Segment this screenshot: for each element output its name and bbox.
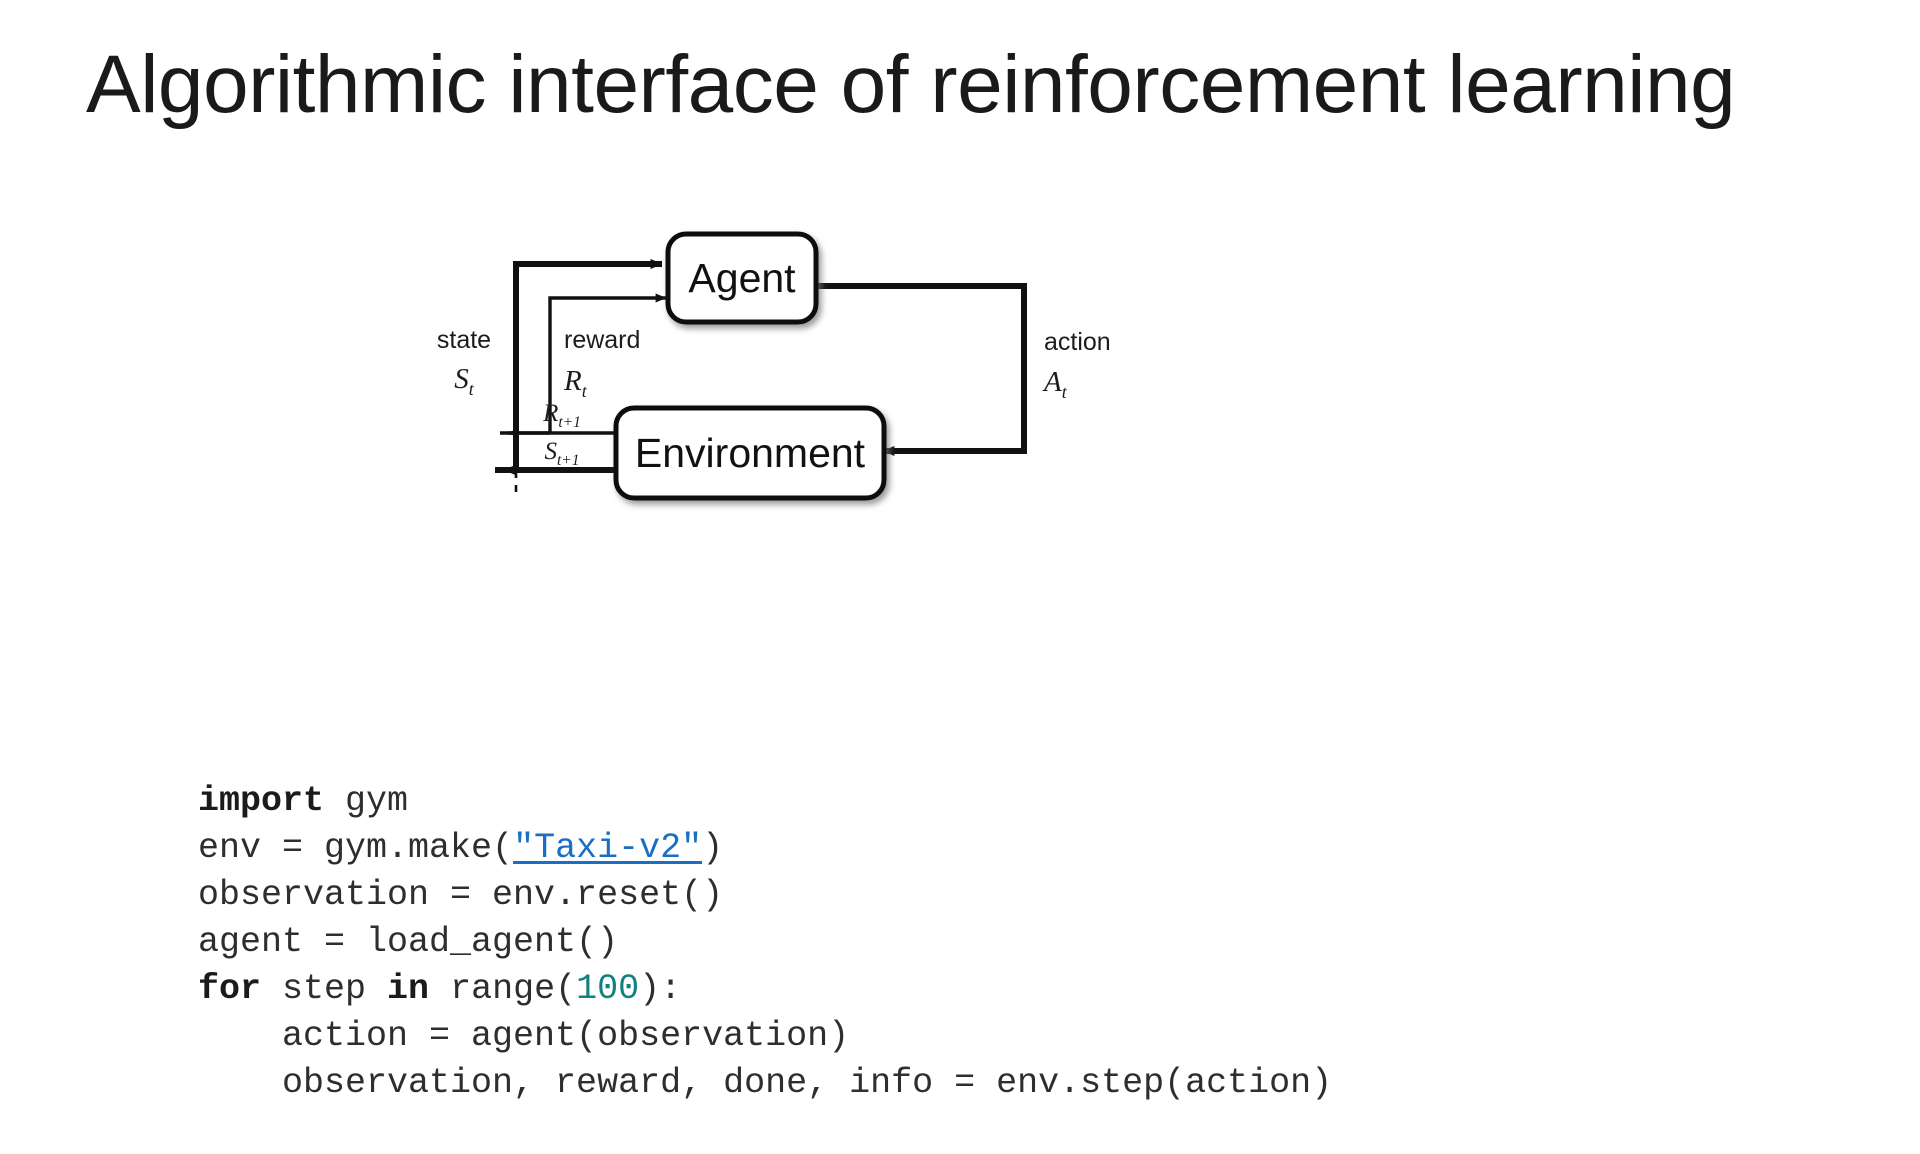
code-line: action = agent(observation) — [198, 1013, 1332, 1060]
edge-action — [817, 283, 1027, 456]
code-text: agent = load_agent() — [198, 922, 619, 962]
node-agent-label: Agent — [688, 255, 796, 301]
code-text: observation, reward, done, info = env.st… — [198, 1063, 1333, 1103]
code-line: for step in range(100): — [198, 966, 1332, 1013]
code-keyword: import — [198, 781, 325, 821]
code-line: agent = load_agent() — [198, 919, 1332, 966]
code-keyword: in — [387, 969, 430, 1009]
label-reward-symbol: Rt — [563, 365, 588, 401]
code-line: observation, reward, done, info = env.st… — [198, 1060, 1332, 1107]
code-line: observation = env.reset() — [198, 872, 1332, 919]
code-line: import gym — [198, 778, 1332, 825]
code-text: gym — [324, 781, 409, 821]
code-env-id-link[interactable]: "Taxi-v2" — [513, 828, 703, 868]
rl-loop-diagram: Agent Environment state St reward Rt act… — [380, 218, 1320, 528]
code-text: step — [261, 969, 388, 1009]
label-next-state-symbol: St+1 — [544, 438, 579, 469]
label-state-word: state — [437, 326, 491, 354]
node-environment-label: Environment — [635, 430, 866, 476]
label-next-reward-symbol: Rt+1 — [542, 400, 581, 431]
code-number-literal: 100 — [576, 969, 640, 1009]
code-text: range( — [429, 969, 577, 1009]
label-action: action At — [1042, 328, 1111, 402]
node-environment[interactable]: Environment — [613, 405, 887, 501]
code-text: observation = env.reset() — [198, 875, 724, 915]
code-text: ): — [639, 969, 682, 1009]
label-state-symbol: St — [454, 363, 475, 399]
node-agent[interactable]: Agent — [665, 231, 819, 325]
code-line: env = gym.make("Taxi-v2") — [198, 825, 1332, 872]
label-reward-word: reward — [564, 326, 640, 354]
code-text: action = agent(observation) — [198, 1016, 850, 1056]
label-action-symbol: At — [1042, 366, 1068, 402]
label-reward: reward Rt — [563, 326, 640, 401]
code-keyword: for — [198, 969, 262, 1009]
code-text: ) — [702, 828, 724, 868]
page-title: Algorithmic interface of reinforcement l… — [86, 39, 1736, 130]
label-action-word: action — [1044, 328, 1111, 356]
label-state: state St — [437, 326, 491, 399]
code-text: env = gym.make( — [198, 828, 514, 868]
